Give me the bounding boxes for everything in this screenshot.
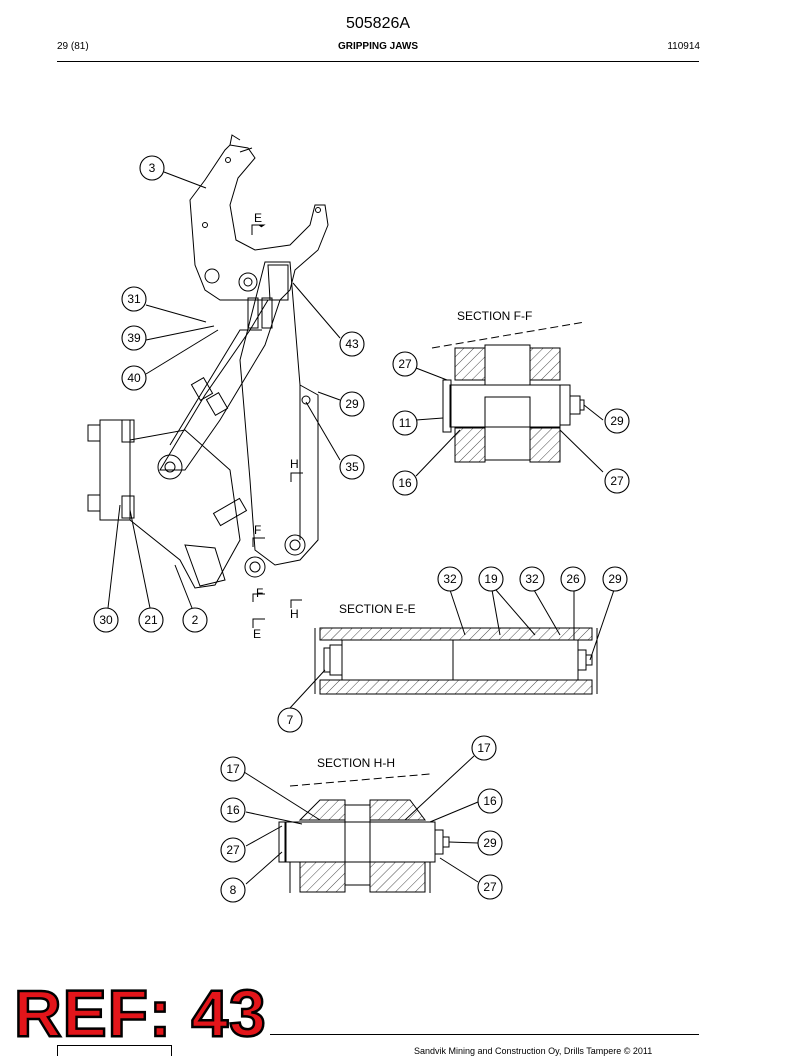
main-assembly-view — [87, 134, 329, 628]
callout: 16 — [220, 797, 246, 823]
callout: 21 — [138, 607, 164, 633]
svg-text:16: 16 — [398, 476, 412, 490]
marker-h-mid: H — [290, 457, 299, 471]
svg-text:32: 32 — [525, 572, 539, 586]
section-ff-view — [431, 321, 586, 463]
callout: 43 — [339, 331, 365, 357]
callout: 3 — [139, 155, 165, 181]
lower-jaw-body — [129, 429, 241, 589]
section-hh-title: SECTION H-H — [317, 756, 395, 770]
date-code: 110914 — [667, 41, 700, 52]
svg-text:29: 29 — [610, 414, 624, 428]
svg-text:27: 27 — [610, 474, 624, 488]
footer-logo — [57, 1045, 172, 1056]
callout: 30 — [93, 607, 119, 633]
callout: 31 — [121, 286, 147, 312]
footer-copyright: Sandvik Mining and Construction Oy, Dril… — [414, 1046, 653, 1056]
callout: 29 — [477, 830, 503, 856]
svg-text:29: 29 — [608, 572, 622, 586]
page-title: GRIPPING JAWS — [337, 41, 418, 52]
svg-text:7: 7 — [287, 713, 294, 727]
svg-text:30: 30 — [99, 613, 113, 627]
callout: 27 — [477, 874, 503, 900]
callout: 35 — [339, 454, 365, 480]
svg-text:21: 21 — [144, 613, 158, 627]
callout: 26 — [560, 566, 586, 592]
upper-jaw — [189, 144, 329, 301]
svg-text:27: 27 — [398, 357, 412, 371]
callout: 8 — [220, 877, 246, 903]
svg-text:16: 16 — [226, 803, 240, 817]
callout: 29 — [604, 408, 630, 434]
callout: 27 — [220, 837, 246, 863]
svg-text:31: 31 — [127, 292, 141, 306]
svg-text:29: 29 — [345, 397, 359, 411]
callout: 16 — [392, 470, 418, 496]
callout: 29 — [339, 391, 365, 417]
svg-text:35: 35 — [345, 460, 359, 474]
footer-rule — [270, 1034, 699, 1035]
section-ff-leaders — [415, 367, 604, 477]
marker-h-low: H — [290, 607, 299, 621]
section-ee-view — [314, 627, 598, 695]
svg-text:11: 11 — [399, 416, 412, 430]
section-ee-leaders — [289, 589, 615, 709]
marker-f-low: F — [256, 586, 263, 600]
svg-text:17: 17 — [477, 741, 491, 755]
svg-text:19: 19 — [484, 572, 498, 586]
callout: 19 — [478, 566, 504, 592]
marker-e-low: E — [253, 627, 261, 641]
marker-f-mid: F — [254, 523, 261, 537]
callout: 29 — [602, 566, 628, 592]
callout: 2 — [182, 607, 208, 633]
main-leaders — [107, 171, 341, 609]
pivot-pin — [157, 454, 183, 480]
callout: 39 — [121, 325, 147, 351]
svg-text:39: 39 — [127, 331, 141, 345]
callout: 27 — [604, 468, 630, 494]
mounting-plate — [99, 419, 131, 521]
section-hh-leaders — [243, 755, 479, 885]
page-info: 29 (81) — [57, 41, 89, 52]
section-ff-title: SECTION F-F — [457, 309, 532, 323]
callout: 17 — [220, 756, 246, 782]
callout: 32 — [437, 566, 463, 592]
svg-text:8: 8 — [230, 883, 237, 897]
svg-text:27: 27 — [483, 880, 497, 894]
svg-text:32: 32 — [443, 572, 457, 586]
svg-text:29: 29 — [483, 836, 497, 850]
callout: 40 — [121, 365, 147, 391]
header-rule — [57, 61, 699, 62]
callout: 16 — [477, 788, 503, 814]
svg-text:43: 43 — [345, 337, 359, 351]
svg-text:27: 27 — [226, 843, 240, 857]
bolt — [247, 297, 259, 329]
callout-bubbles: 3 31 39 40 43 29 35 30 21 2 27 11 16 29 … — [93, 155, 630, 903]
svg-text:3: 3 — [149, 161, 156, 175]
callout: 27 — [392, 351, 418, 377]
callout: 7 — [277, 707, 303, 733]
marker-e-top: E — [254, 211, 262, 225]
svg-text:16: 16 — [483, 794, 497, 808]
callout: 11 — [392, 410, 418, 436]
svg-text:40: 40 — [127, 371, 141, 385]
ref-stamp: REF: 43 — [13, 976, 267, 1050]
callout: 17 — [471, 735, 497, 761]
callout: 32 — [519, 566, 545, 592]
vertical-link — [239, 261, 319, 566]
svg-text:17: 17 — [226, 762, 240, 776]
section-hh-view — [278, 773, 450, 893]
svg-text:26: 26 — [566, 572, 580, 586]
section-ee-title: SECTION E-E — [339, 602, 416, 616]
document-number: 505826A — [345, 15, 411, 32]
svg-text:2: 2 — [192, 613, 199, 627]
